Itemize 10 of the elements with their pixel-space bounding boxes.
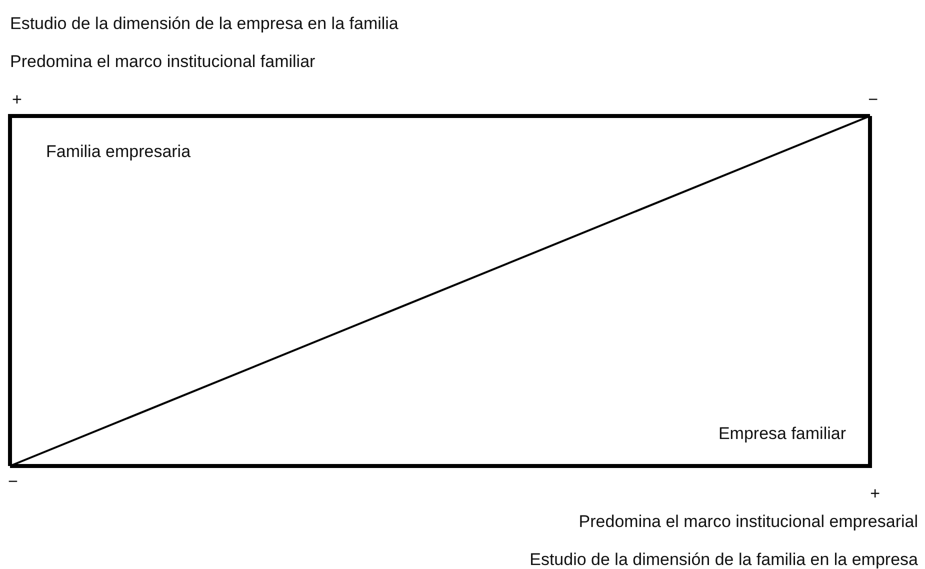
sign-mark: + <box>12 90 22 110</box>
region-label: Empresa familiar <box>718 424 846 444</box>
heading-text: Estudio de la dimensión de la empresa en la familia <box>10 14 398 34</box>
axis-caption: Predomina el marco institucional empresarial <box>578 512 918 532</box>
sign-mark: − <box>8 472 18 492</box>
heading-text: Estudio de la dimensión de la familia en la empresa <box>530 550 918 569</box>
sign-mark: + <box>870 484 880 504</box>
axis-caption: Predomina el marco institucional familiar <box>10 52 316 72</box>
sign-mark: − <box>868 90 878 110</box>
region-label: Familia empresaria <box>46 142 191 162</box>
